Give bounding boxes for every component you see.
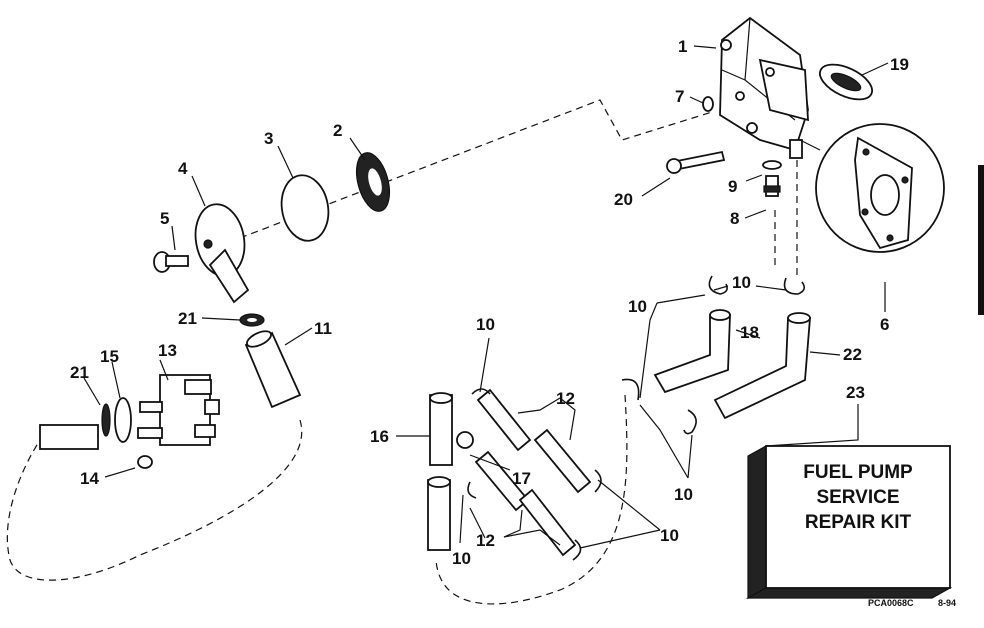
callout-13: 13	[158, 341, 177, 360]
callout-1: 1	[678, 37, 687, 56]
callout-7: 7	[675, 87, 684, 106]
hose-11	[244, 330, 302, 409]
clamp-10b	[467, 481, 477, 499]
cover-plate	[194, 203, 250, 304]
screw-5	[153, 251, 189, 273]
repair-kit-box: FUEL PUMP SERVICE REPAIR KIT	[745, 444, 953, 600]
tee-16	[429, 394, 453, 466]
footer: PCA0068C 8-94	[868, 598, 956, 608]
callout-4: 4	[178, 159, 188, 178]
callout-19: 19	[890, 55, 909, 74]
washer-21-lower	[101, 403, 111, 437]
callout-8: 8	[730, 209, 739, 228]
callout-9: 9	[728, 177, 737, 196]
clamp-10a	[471, 388, 491, 395]
hose-12d	[518, 488, 577, 557]
tee-fitting-assembly	[427, 388, 602, 561]
fuel-pump-body	[719, 16, 809, 159]
clamp-upper-a	[708, 275, 728, 295]
large-o-ring	[280, 174, 330, 242]
clamp-right	[683, 409, 697, 435]
callout-3: 3	[264, 129, 273, 148]
assembly-dashed-lines	[6, 99, 798, 605]
kit-line2: SERVICE	[816, 487, 899, 508]
hose-12a	[476, 388, 532, 452]
fuel-valve-assembly	[39, 374, 220, 469]
kit-line1: FUEL PUMP	[803, 462, 913, 483]
callout-18: 18	[740, 323, 759, 342]
callout-23: 23	[846, 383, 865, 402]
leader-lines	[83, 45, 889, 549]
clamp-left	[621, 378, 640, 401]
callout-11: 11	[314, 319, 332, 338]
callout-22: 22	[843, 345, 862, 364]
gasket-detail-circle	[799, 123, 945, 253]
drawing-code: PCA0068C	[868, 598, 914, 608]
callout-21-lower: 21	[70, 363, 89, 382]
page-edge-bar	[978, 165, 984, 315]
hose-lower	[427, 479, 451, 551]
fitting-17	[456, 431, 474, 449]
drawing-date: 8-94	[938, 598, 956, 608]
callout-10-center-top: 10	[476, 315, 495, 334]
screw-14	[137, 455, 153, 469]
callout-21-upper: 21	[178, 309, 197, 328]
washer-21-upper	[239, 313, 265, 327]
small-fittings	[666, 96, 782, 197]
callout-17: 17	[512, 469, 531, 488]
callout-10-mid-right: 10	[628, 297, 647, 316]
o-ring-9	[762, 160, 782, 170]
clamp-10c	[594, 469, 602, 493]
hose-18	[653, 314, 731, 394]
o-ring-7	[702, 96, 714, 112]
callout-14: 14	[80, 469, 99, 488]
callout-10-top-right: 10	[732, 273, 751, 292]
fuel-hoses	[621, 275, 811, 435]
callout-12-upper: 12	[556, 389, 575, 408]
kit-line3: REPAIR KIT	[805, 512, 912, 533]
callout-5: 5	[160, 209, 169, 228]
hose-12b	[533, 428, 592, 494]
callout-15: 15	[100, 347, 119, 366]
callout-10-center-bottom: 10	[452, 549, 471, 568]
callout-20: 20	[614, 190, 633, 209]
hose-left	[39, 424, 99, 450]
callout-10-center-bottom-right: 10	[660, 526, 679, 545]
gasket-15	[114, 397, 132, 443]
callout-12-lower: 12	[476, 531, 495, 550]
callout-16: 16	[370, 427, 389, 446]
gasket-part	[819, 63, 873, 101]
callout-10-lower-right: 10	[674, 485, 693, 504]
gear-part	[355, 152, 391, 212]
clamp-10d	[572, 539, 582, 561]
callout-labels: 1 19 7 2 3 4 9 20 5 8 10 10 6 21 10 11 1…	[70, 37, 909, 568]
callout-2: 2	[333, 121, 342, 140]
clamp-upper-b	[783, 277, 806, 295]
callout-6: 6	[880, 315, 889, 334]
